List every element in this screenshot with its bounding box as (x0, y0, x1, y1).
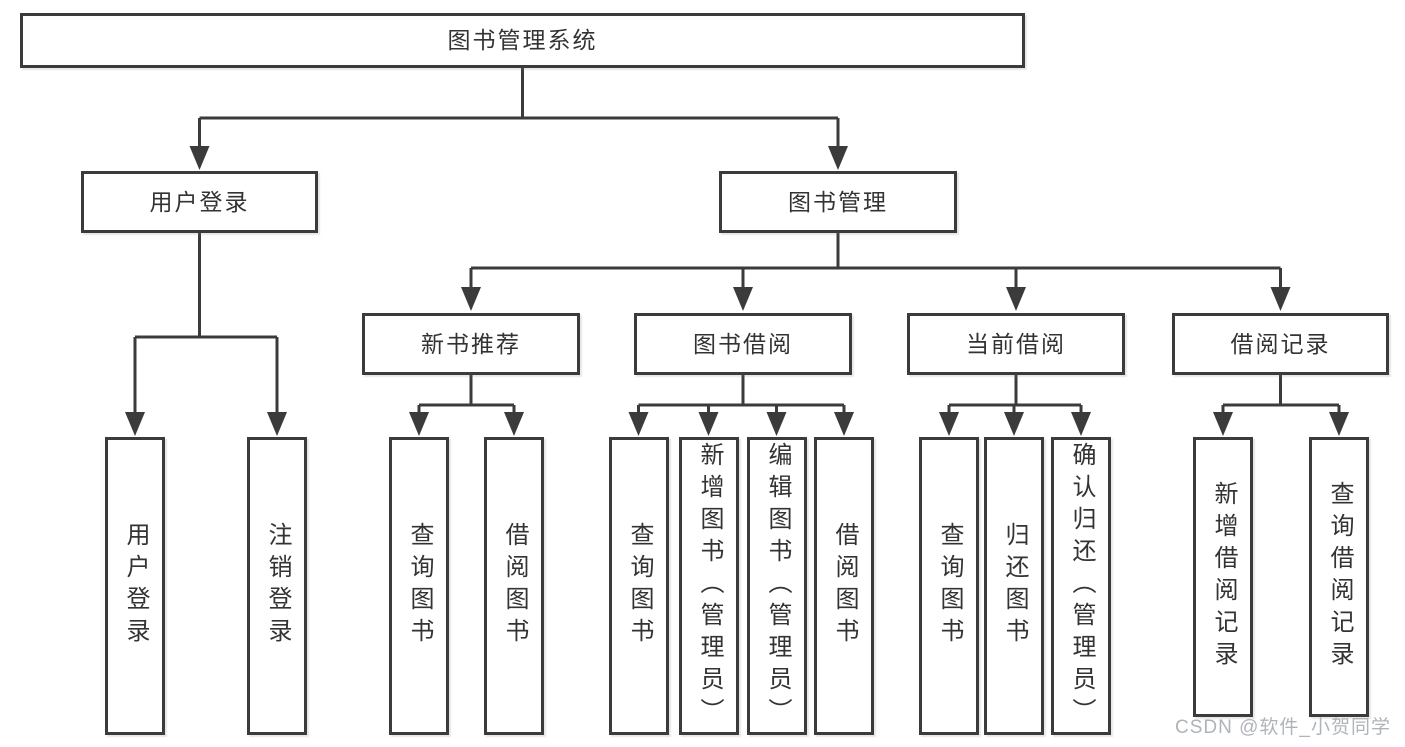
leaf-return-book: 归还图书 (984, 437, 1044, 735)
leaf-query-books-current: 查询图书 (919, 437, 979, 735)
arrow-down-icon (939, 412, 959, 436)
arrow-down-icon (1006, 287, 1026, 311)
arrow-down-icon (733, 287, 753, 311)
arrow-down-icon (834, 412, 854, 436)
arrow-down-icon (504, 412, 524, 436)
node-current-borrow: 当前借阅 (907, 313, 1125, 375)
arrow-down-icon (125, 412, 145, 436)
leaf-confirm-return-admin: 确认归还（管理员） (1051, 437, 1111, 735)
arrow-down-icon (698, 412, 719, 436)
node-borrow-records: 借阅记录 (1172, 313, 1389, 375)
branch-user-login (125, 233, 287, 436)
node-root-label: 图书管理系统 (447, 27, 598, 53)
arrow-down-icon (1071, 412, 1091, 436)
node-book-borrow-label: 图书借阅 (693, 330, 793, 357)
leaf-add-book-admin: 新增图书（管理员） (679, 437, 739, 735)
node-root: 图书管理系统 (20, 13, 1025, 68)
node-book-management-label: 图书管理 (788, 188, 888, 215)
node-book-borrow: 图书借阅 (634, 313, 852, 375)
watermark: CSDN @软件_小贺同学 (1175, 717, 1391, 738)
branch-current-borrow (939, 375, 1091, 436)
leaf-user-login: 用户登录 (105, 437, 165, 735)
leaf-add-borrow-record: 新增借阅记录 (1193, 437, 1253, 717)
leaf-borrow-books: 借阅图书 (814, 437, 874, 735)
leaf-query-books-recommend: 查询图书 (389, 437, 449, 735)
leaf-query-books-borrow: 查询图书 (609, 437, 669, 735)
branch-borrow-records (1213, 375, 1349, 436)
arrow-down-icon (189, 146, 210, 170)
node-user-login-label: 用户登录 (149, 188, 250, 215)
leaf-edit-book-admin: 编辑图书（管理员） (747, 437, 807, 735)
node-book-management: 图书管理 (719, 171, 957, 233)
arrow-down-icon (1213, 412, 1233, 436)
branch-new-book-recommend (409, 375, 524, 436)
arrow-down-icon (1270, 287, 1291, 311)
node-new-book-recommend-label: 新书推荐 (421, 330, 521, 357)
node-borrow-records-label: 借阅记录 (1230, 330, 1331, 357)
leaf-borrow-books-recommend: 借阅图书 (484, 437, 544, 735)
leaf-logout-login: 注销登录 (247, 437, 307, 735)
arrow-down-icon (1329, 412, 1349, 436)
arrow-down-icon (828, 146, 848, 170)
node-user-login: 用户登录 (81, 171, 318, 233)
arrow-down-icon (461, 287, 481, 311)
arrow-down-icon (267, 412, 287, 436)
node-new-book-recommend: 新书推荐 (362, 313, 580, 375)
node-current-borrow-label: 当前借阅 (966, 330, 1066, 357)
branch-root (189, 68, 848, 170)
leaf-query-borrow-record: 查询借阅记录 (1309, 437, 1369, 717)
branch-book-borrow (628, 375, 854, 436)
arrow-down-icon (628, 412, 649, 436)
branch-book-management (461, 233, 1291, 311)
arrow-down-icon (1004, 412, 1024, 436)
arrow-down-icon (766, 412, 787, 436)
arrow-down-icon (409, 412, 429, 436)
